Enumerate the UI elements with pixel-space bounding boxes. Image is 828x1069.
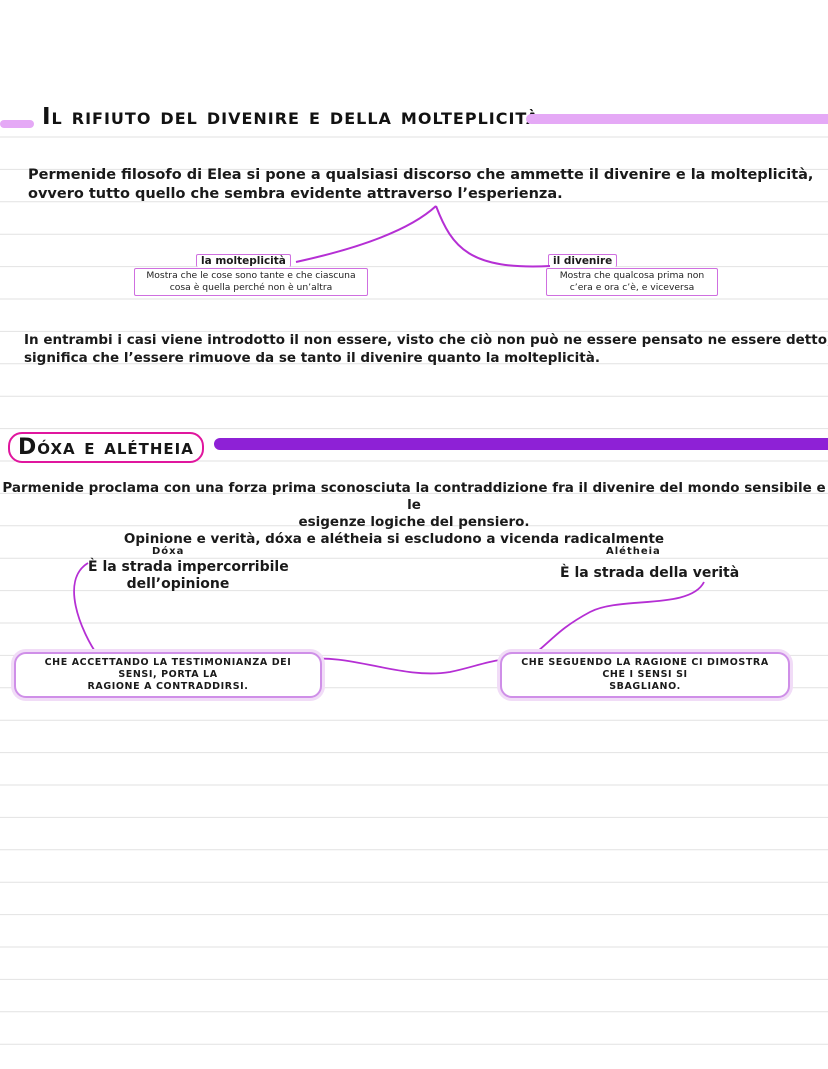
section2-intro-line1: Parmenide proclama con una forza prima s…	[2, 480, 826, 513]
doxa-heading: Dóxa	[152, 546, 185, 557]
aletheia-definition-line1: È la strada della verità	[560, 565, 740, 581]
section1-intro-line2: ovvero tutto quello che sembra evidente …	[28, 186, 563, 202]
divenire-title: il divenire	[548, 254, 618, 267]
section2-intro-line2: esigenze logiche del pensiero.	[298, 514, 530, 530]
section1-conclusion-line2: significa che l’essere rimuove da se tan…	[24, 350, 600, 366]
connector-doxa-aletheia	[301, 657, 501, 675]
heading-highlight-right	[526, 114, 828, 124]
section1-conclusion-line1: In entrambi i casi viene introdotto il n…	[24, 332, 828, 348]
section2-heading-bar	[214, 438, 828, 450]
section2-heading: Dóxa e alétheia	[8, 432, 204, 463]
connector-aletheia	[531, 581, 705, 657]
doxa-note-line2: ragione a contraddirsi.	[87, 681, 249, 692]
doxa-note-cloud: che accettando la testimonianza dei sens…	[14, 652, 322, 698]
section1-intro-line1: Permenide filosofo di Elea si pone a qua…	[28, 167, 814, 183]
section1-intro: Permenide filosofo di Elea si pone a qua…	[28, 166, 813, 204]
molteplicita-line1: Mostra che le cose sono tante e che cias…	[146, 270, 356, 281]
section1-conclusion: In entrambi i casi viene introdotto il n…	[24, 331, 828, 367]
divenire-box: Mostra che qualcosa prima non c’era e or…	[546, 268, 718, 296]
aletheia-heading: Alétheia	[606, 546, 661, 557]
molteplicita-box: Mostra che le cose sono tante e che cias…	[134, 268, 368, 296]
section2-intro: Parmenide proclama con una forza prima s…	[0, 480, 828, 548]
divenire-line1: Mostra che qualcosa prima non	[559, 270, 705, 281]
section2-intro-line3: Opinione e verità, dóxa e alétheia si es…	[123, 531, 665, 547]
doxa-definition: È la strada impercorribile dell’opinione	[88, 559, 289, 593]
aletheia-definition: È la strada della verità	[560, 565, 740, 582]
heading-highlight-left	[0, 120, 34, 128]
molteplicita-line2: cosa è quella perché non è un’altra	[169, 282, 333, 293]
section1-heading: Il rifiuto del divenire e della moltepli…	[42, 104, 540, 130]
connector-to-divenire	[435, 205, 551, 268]
aletheia-note-cloud: che seguendo la ragione ci dimostra che …	[500, 652, 790, 698]
aletheia-note-line1: che seguendo la ragione ci dimostra che …	[521, 657, 769, 680]
molteplicita-title: la molteplicità	[196, 254, 291, 267]
aletheia-note-line2: sbagliano.	[609, 681, 681, 692]
connector-to-molteplicita	[295, 205, 437, 263]
doxa-definition-line2: dell’opinione	[126, 576, 230, 592]
doxa-definition-line1: È la strada impercorribile	[88, 559, 289, 575]
doxa-note-line1: che accettando la testimonianza dei sens…	[44, 657, 292, 680]
divenire-line2: c’era e ora c’è, e viceversa	[569, 282, 695, 293]
